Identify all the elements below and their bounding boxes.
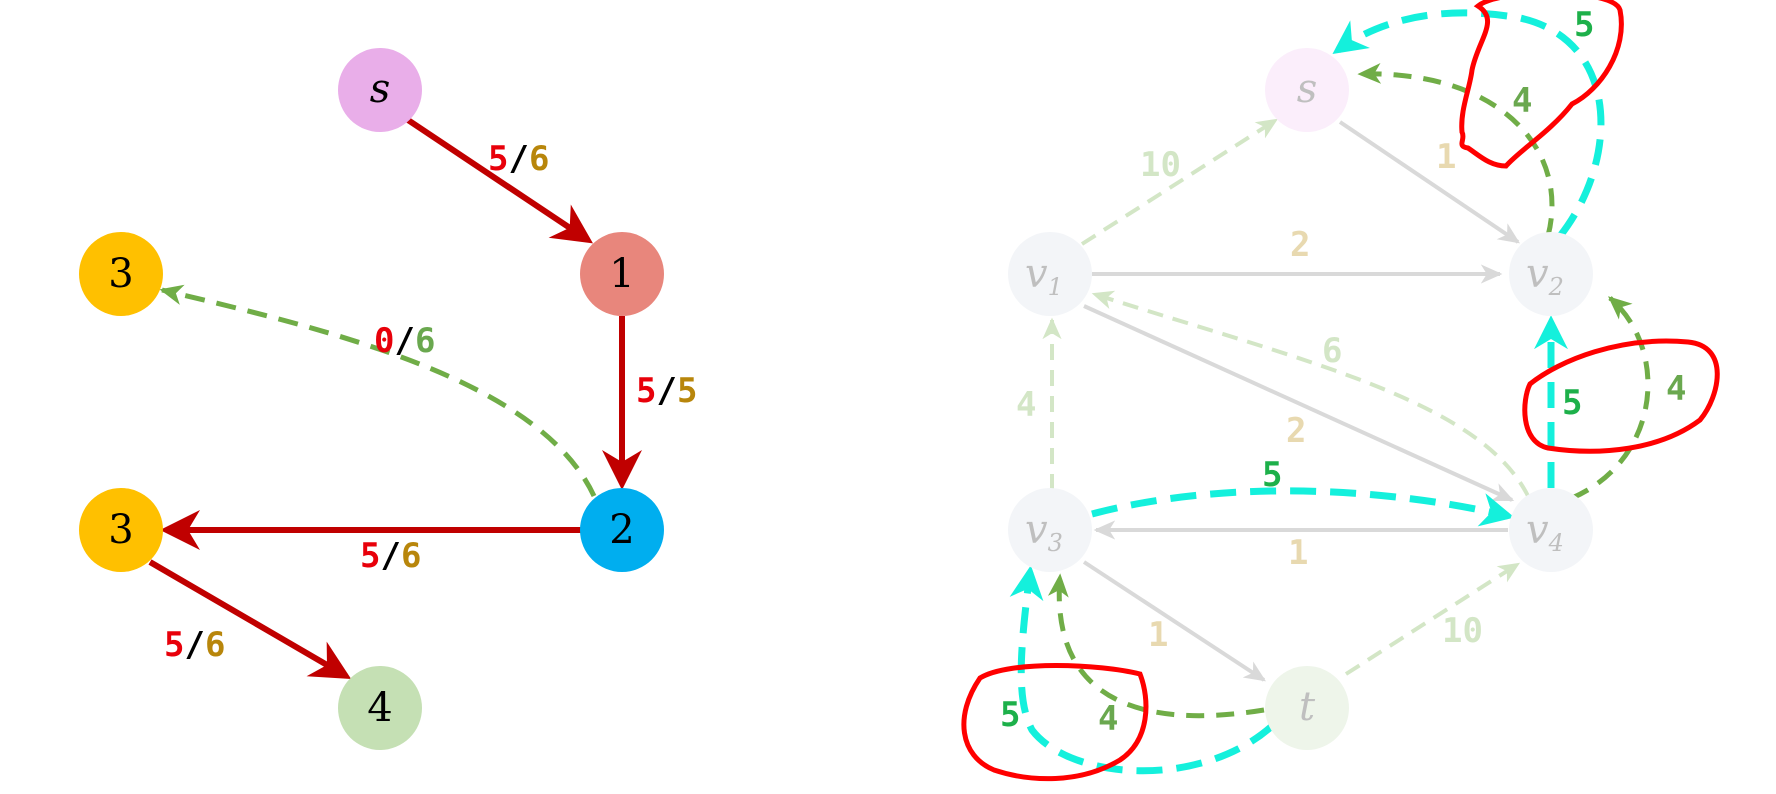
node-2 — [580, 488, 664, 572]
edge-2-3-residual — [159, 284, 597, 498]
node-4-label: 4 — [367, 685, 392, 731]
augment-label-mid-cyan: 5 — [1562, 383, 1582, 423]
node-v2 — [1509, 232, 1593, 316]
faded-label-v1-s: 10 — [1140, 145, 1181, 185]
augment-label-v3v4-cyan: 5 — [1262, 455, 1282, 495]
faded-edge-v1-v4 — [1083, 304, 1515, 502]
augment-t-v3 — [1009, 565, 1275, 775]
augment-label-top-cyan: 5 — [1574, 5, 1594, 45]
node-3-bottom-label: 3 — [108, 507, 133, 553]
node-v3-label: v3 — [1025, 507, 1063, 557]
faded-label-s-v2: 1 — [1436, 137, 1456, 177]
node-t-faded — [1265, 666, 1349, 750]
faded-label-v4-v1: 6 — [1322, 331, 1342, 371]
node-v4 — [1509, 488, 1593, 572]
node-3-top-label: 3 — [108, 251, 133, 297]
faded-dash-v4-v1 — [1091, 290, 1530, 497]
edge-3-4-label: 5/6 — [164, 625, 225, 665]
faded-label-t-v4: 10 — [1442, 611, 1483, 651]
highlight-circle-middle — [1522, 338, 1720, 454]
node-v2-label: v2 — [1526, 251, 1564, 301]
faded-label-v3-t: 1 — [1148, 615, 1168, 655]
augment-label-bot-cyan: 5 — [1000, 695, 1020, 735]
augment-label-top-green: 4 — [1512, 81, 1532, 121]
right-graph: s v1 v2 v3 v4 t 10 1 2 6 2 4 1 1 10 5 4 … — [961, 0, 1720, 782]
node-3-top — [79, 232, 163, 316]
residual-t-v3 — [1047, 573, 1265, 719]
residual-v4-v2 — [1571, 296, 1651, 501]
faded-label-v1-v4: 2 — [1286, 411, 1306, 451]
node-t-faded-label: t — [1299, 684, 1316, 730]
node-1 — [580, 232, 664, 316]
left-graph: s 1 2 3 3 4 5/6 5/5 5/6 5/6 0/6 — [79, 48, 697, 750]
augment-label-bot-green: 4 — [1098, 699, 1118, 739]
faded-label-v1-v2: 2 — [1290, 225, 1310, 265]
node-v3 — [1008, 488, 1092, 572]
faded-dash-v1-s — [1080, 118, 1279, 246]
node-v1-label: v1 — [1025, 251, 1063, 301]
faded-label-v4-v3: 1 — [1288, 533, 1308, 573]
highlight-circle-top — [1459, 0, 1624, 169]
node-s-faded-label: s — [1297, 66, 1318, 112]
edge-2-3-residual-label: 0/6 — [374, 321, 435, 361]
edge-3-4 — [148, 559, 352, 680]
node-v1 — [1008, 232, 1092, 316]
node-3-bottom — [79, 488, 163, 572]
node-v4-label: v4 — [1526, 507, 1564, 557]
node-s — [338, 48, 422, 132]
node-s-label: s — [370, 66, 391, 112]
edge-2-3-label: 5/6 — [360, 536, 421, 576]
augment-v3-v4 — [1091, 487, 1515, 527]
faded-edge-v3-t — [1082, 560, 1267, 682]
node-4 — [338, 666, 422, 750]
residual-v2-s — [1357, 63, 1555, 237]
augment-label-mid-green: 4 — [1666, 369, 1686, 409]
augment-v2-s — [1332, 9, 1605, 239]
faded-dash-t-v4 — [1344, 562, 1521, 676]
edge-s-1 — [403, 115, 593, 244]
edge-1-2-label: 5/5 — [636, 371, 697, 411]
node-s-faded — [1265, 48, 1349, 132]
node-1-label: 1 — [609, 251, 634, 297]
faded-edge-s-v2 — [1338, 120, 1520, 244]
highlight-circle-bottom — [961, 663, 1149, 782]
node-2-label: 2 — [609, 507, 634, 553]
edge-s-1-label: 5/6 — [488, 139, 549, 179]
faded-label-v3-v1: 4 — [1016, 385, 1036, 425]
